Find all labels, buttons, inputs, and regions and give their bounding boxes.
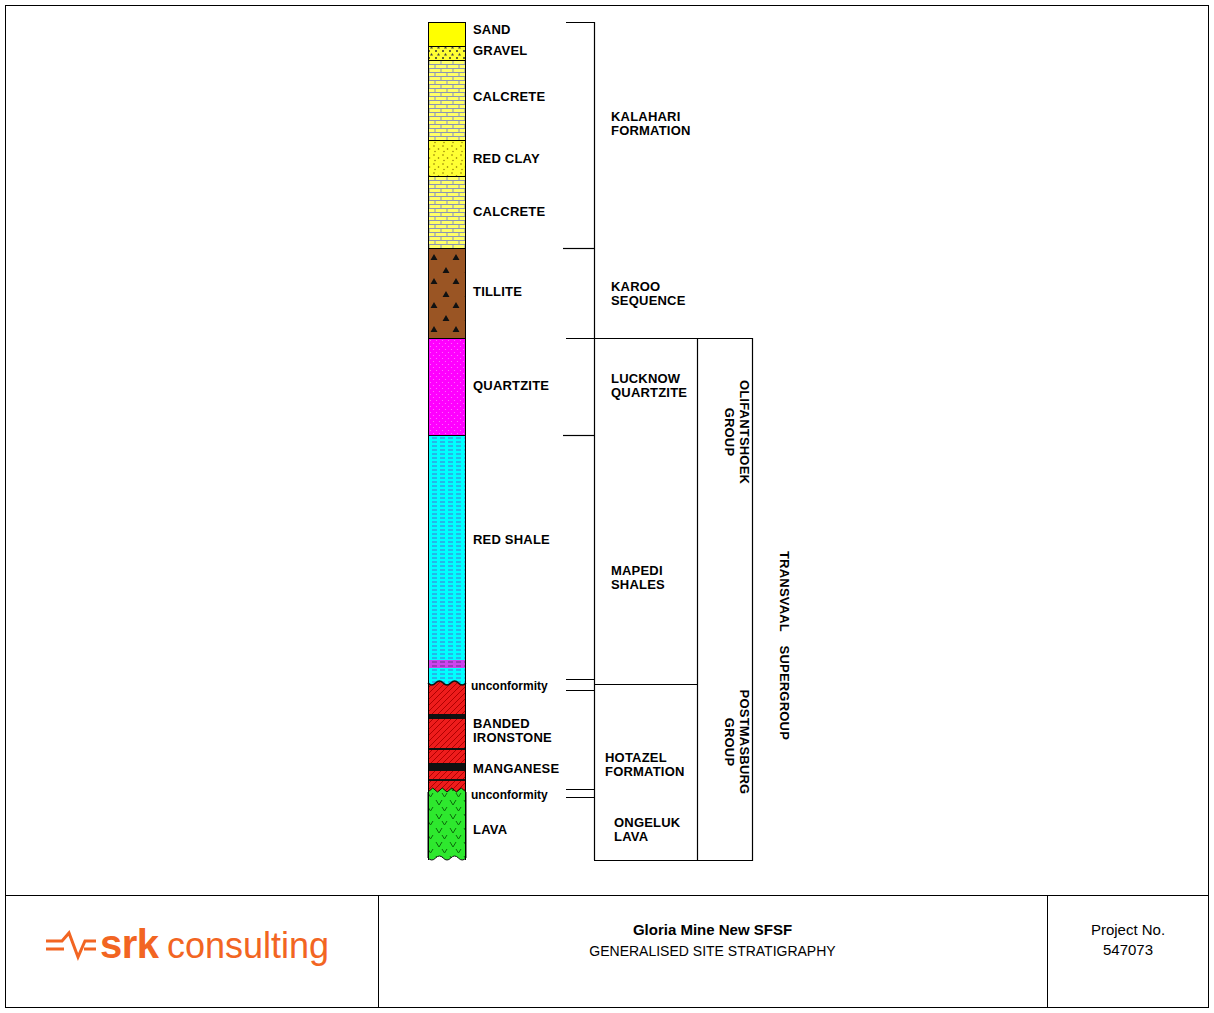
sand-layer: SAND bbox=[428, 22, 568, 46]
lithology-label: CALCRETE bbox=[473, 90, 545, 104]
lithology-label: BANDED IRONSTONE bbox=[473, 717, 561, 745]
ironstone-layer: BANDED IRONSTONE MANGANESE bbox=[428, 700, 568, 784]
shale-layer: RED SHALE bbox=[428, 435, 568, 679]
subtitle: GENERALISED SITE STRATIGRAPHY bbox=[383, 942, 1043, 960]
lithology-label: MANGANESE bbox=[473, 762, 559, 776]
unit-name: POSTMASBURG GROUP bbox=[722, 684, 752, 800]
unit-name: TRANSVAAL SUPERGROUP bbox=[777, 550, 792, 739]
formation-label: HOTAZEL FORMATION bbox=[605, 751, 693, 779]
supergroup-box: TRANSVAAL SUPERGROUP OLIFANTSHOEK GROUP PO… bbox=[594, 338, 800, 860]
tillite-layer: TILLITE bbox=[428, 248, 568, 338]
lava-layer: LAVA bbox=[428, 802, 568, 860]
unconformity-label: unconformity bbox=[471, 679, 548, 693]
lithology-label: LAVA bbox=[473, 823, 507, 837]
quartzite-layer: QUARTZITE bbox=[428, 338, 568, 435]
unit-name: OLIFANTSHOEK GROUP bbox=[722, 374, 752, 490]
calcrete-layer: CALCRETE bbox=[428, 176, 568, 248]
group-box: POSTMASBURG GROUP bbox=[697, 684, 752, 860]
calcrete-layer: CALCRETE bbox=[428, 60, 568, 140]
formation-label: KAROO SEQUENCE bbox=[611, 280, 703, 308]
lithology-label: RED CLAY bbox=[473, 152, 540, 166]
formation-label: LUCKNOW QUARTZITE bbox=[611, 372, 695, 400]
formation-label: KALAHARI FORMATION bbox=[611, 110, 703, 138]
lithology-label: CALCRETE bbox=[473, 205, 545, 219]
gravel-layer: GRAVEL bbox=[428, 46, 568, 60]
lithology-label: TILLITE bbox=[473, 285, 522, 299]
lithology-label: SAND bbox=[473, 23, 511, 37]
group-box: OLIFANTSHOEK GROUP bbox=[697, 338, 752, 684]
formation-label: MAPEDI SHALES bbox=[611, 564, 691, 592]
unconformity-label: unconformity bbox=[471, 788, 548, 802]
logo-symbol bbox=[46, 933, 96, 957]
lithology-label: RED SHALE bbox=[473, 533, 550, 547]
project-number: Project No. 547073 bbox=[1082, 920, 1174, 960]
drawing-title: Gloria Mine New SFSF bbox=[383, 921, 1043, 939]
logo-text: consulting bbox=[167, 925, 329, 967]
logo-text: srk bbox=[100, 922, 159, 966]
formation-label: ONGELUK LAVA bbox=[614, 816, 690, 844]
lithology-label: GRAVEL bbox=[473, 44, 527, 58]
red-clay-layer: RED CLAY bbox=[428, 140, 568, 176]
lithology-label: QUARTZITE bbox=[473, 379, 549, 393]
